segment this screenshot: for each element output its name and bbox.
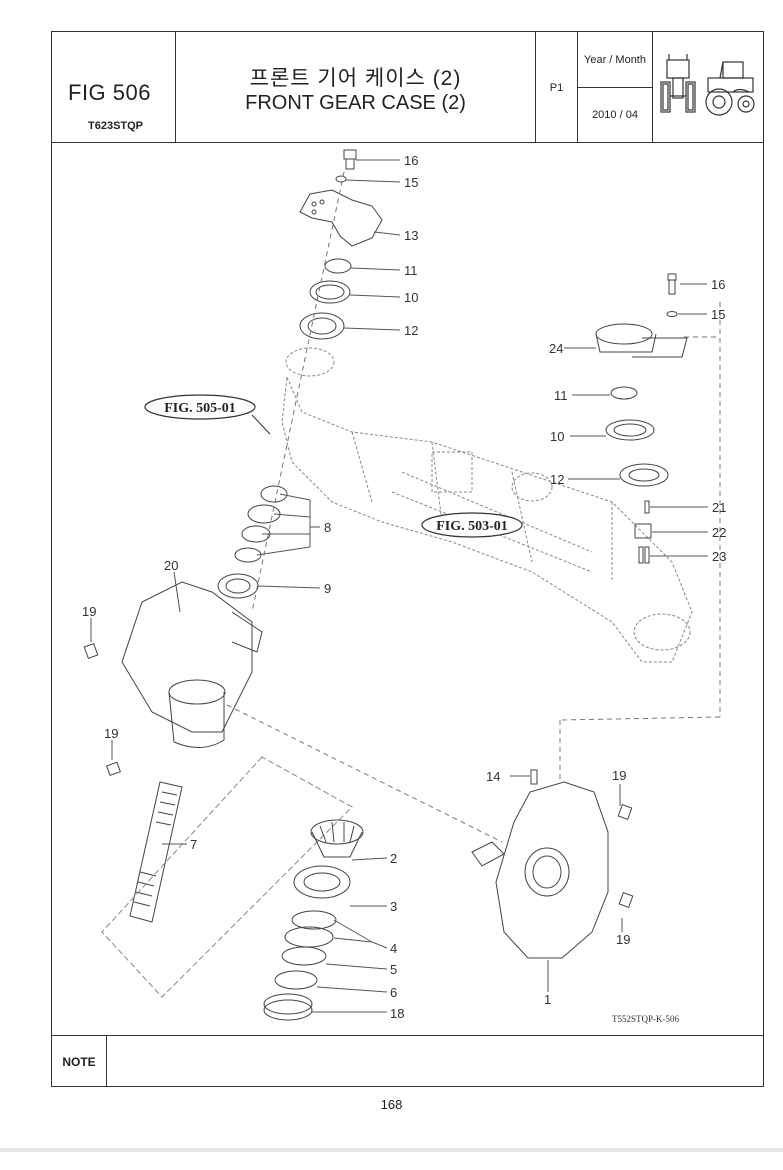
date-cell: Year / Month 2010 / 04: [578, 32, 653, 142]
tractor-icon-cell: [653, 32, 763, 142]
callout-16: 16: [404, 153, 418, 168]
callout-12: 12: [404, 323, 418, 338]
fig-number: FIG 506: [68, 80, 151, 105]
callout-19: 19: [82, 604, 96, 619]
callout-3: 3: [390, 899, 397, 914]
part-18-ring: [263, 993, 313, 1021]
callout-14: 14: [486, 769, 500, 784]
part-21-pin: [644, 500, 650, 514]
callout-6: 6: [390, 985, 397, 1000]
model-code: T623STQP: [88, 120, 144, 132]
ref-fig-505-label: FIG. 505-01: [164, 401, 236, 416]
part-12-bearing-right: [619, 463, 669, 487]
header: FIG 506 T623STQP 프론트 기어 케이스 (2) FRONT GE…: [52, 32, 763, 143]
callout-21: 21: [712, 500, 726, 515]
callout-1: 1: [544, 992, 551, 1007]
part-16-bolt: [343, 149, 357, 170]
callout-22: 22: [712, 525, 726, 540]
callout-19: 19: [616, 932, 630, 947]
part-15-washer-right: [666, 311, 678, 317]
part-19-plug: [617, 804, 633, 820]
date-value: 2010 / 04: [592, 108, 638, 121]
tractor-front-side-icon: [660, 54, 755, 116]
fig-cell: FIG 506 T623STQP: [52, 32, 176, 142]
ref-fig-505-oval: FIG. 505-01: [144, 394, 271, 435]
part-12-bearing: [299, 312, 345, 340]
callout-15: 15: [404, 175, 418, 190]
part-9-bearing: [217, 573, 259, 599]
part-22-block: [634, 523, 652, 539]
part-15-washer: [335, 175, 347, 183]
part-24-cover: [595, 323, 688, 358]
callout-19: 19: [104, 726, 118, 741]
part-3-bearing: [293, 865, 351, 899]
title-korean: 프론트 기어 케이스 (2): [249, 67, 462, 90]
page-label: P1: [549, 82, 564, 94]
title-cell: 프론트 기어 케이스 (2) FRONT GEAR CASE (2): [176, 32, 536, 142]
part-20-housing: [121, 581, 263, 748]
callout-8: 8: [324, 520, 331, 535]
part-11-circlip-right: [610, 386, 638, 400]
callout-15: 15: [711, 307, 725, 322]
exploded-parts-diagram: 16 15 13 11 10 12 8 9 20 19 19 16 15 24 …: [52, 142, 763, 1035]
date-label: Year / Month: [578, 32, 652, 88]
callout-24: 24: [549, 341, 563, 356]
note-label: NOTE: [52, 1036, 107, 1087]
callout-19: 19: [612, 768, 626, 783]
part-7-shaft: [129, 781, 183, 923]
ref-fig-503-label: FIG. 503-01: [436, 519, 508, 534]
drawing-code: T552STQP-K-506: [612, 1014, 679, 1024]
part-8-rings: [234, 485, 288, 563]
ref-fig-503-oval: FIG. 503-01: [421, 512, 523, 538]
callout-13: 13: [404, 228, 418, 243]
part-2-bevel-gear: [310, 819, 364, 858]
part-6-ring: [274, 970, 318, 990]
page-number: 168: [380, 1097, 403, 1112]
part-19-plug: [618, 892, 634, 908]
callout-10: 10: [550, 429, 564, 444]
part-5-ring: [281, 946, 327, 966]
part-1-gear-case: [471, 781, 609, 959]
part-10-seal: [309, 280, 351, 304]
part-11-circlip: [324, 258, 352, 274]
callout-23: 23: [712, 549, 726, 564]
callout-11: 11: [554, 388, 568, 403]
callout-9: 9: [324, 581, 331, 596]
part-19-plug: [83, 643, 99, 659]
title-english: FRONT GEAR CASE (2): [245, 92, 466, 114]
callout-20: 20: [164, 558, 178, 573]
callout-10: 10: [404, 290, 418, 305]
part-23-pin: [638, 546, 644, 564]
scan-edge: [0, 1148, 783, 1152]
callout-7: 7: [190, 837, 197, 852]
part-13-cover: [299, 189, 383, 247]
callout-11: 11: [404, 263, 418, 278]
part-14-pin: [530, 769, 538, 785]
callout-5: 5: [390, 962, 397, 977]
part-10-seal-right: [605, 419, 655, 441]
diagram-svg: 16 15 13 11 10 12 8 9 20 19 19 16 15 24 …: [82, 149, 726, 1024]
note-row: NOTE: [52, 1035, 763, 1087]
callout-16: 16: [711, 277, 725, 292]
callout-18: 18: [390, 1006, 404, 1021]
part-19-plug: [105, 761, 121, 777]
part-16-bolt-right: [667, 273, 677, 295]
page-cell: P1: [536, 32, 578, 142]
axle-housing-reference: [281, 347, 693, 663]
part-4-rings: [284, 910, 337, 948]
callout-12: 12: [550, 472, 564, 487]
document-frame: FIG 506 T623STQP 프론트 기어 케이스 (2) FRONT GE…: [51, 31, 764, 1087]
part-23-pin: [644, 546, 650, 564]
callout-2: 2: [390, 851, 397, 866]
callout-4: 4: [390, 941, 397, 956]
